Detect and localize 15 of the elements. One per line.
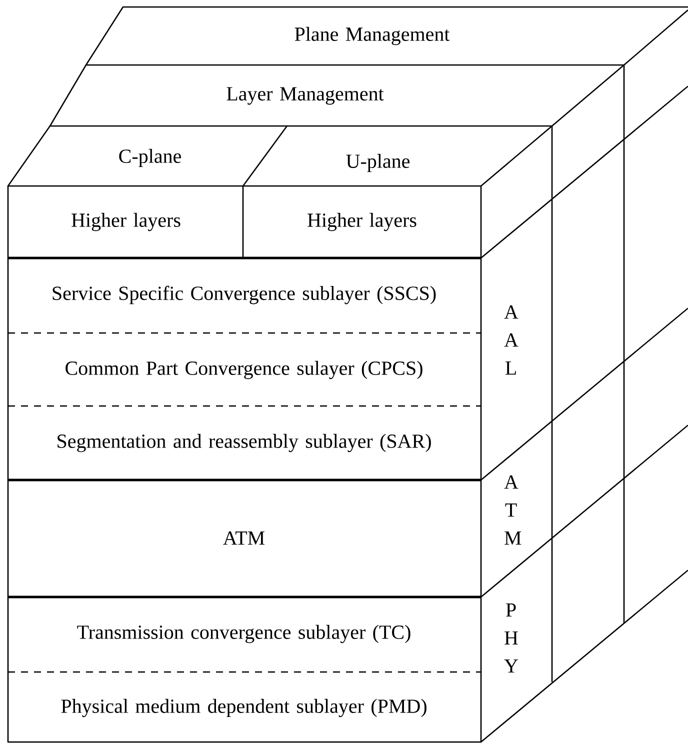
layer-label: ATM: [223, 531, 265, 545]
layer-label: Physical medium dependent sublayer (PMD): [61, 698, 426, 718]
plane-label: C-plane: [119, 148, 181, 168]
plane-label: Plane Management: [294, 26, 450, 46]
vertical-label: A A L: [504, 305, 518, 375]
layer-label: Higher layers: [72, 212, 180, 232]
plane-label: Layer Management: [226, 87, 384, 105]
plane-label: U-plane: [346, 154, 410, 172]
vertical-label: P H Y: [504, 603, 518, 673]
vertical-label: A T M: [504, 475, 522, 545]
layer-label: Segmentation and reassembly sublayer (SAR): [58, 434, 431, 452]
layer-label: Transmission convergence sublayer (TC): [77, 624, 410, 644]
layer-label: Higher layers: [308, 212, 416, 232]
layer-label: Common Part Convergence sulayer (CPCS): [66, 360, 422, 380]
layer-label: Service Specific Convergence sublayer (SSCS): [52, 286, 436, 304]
